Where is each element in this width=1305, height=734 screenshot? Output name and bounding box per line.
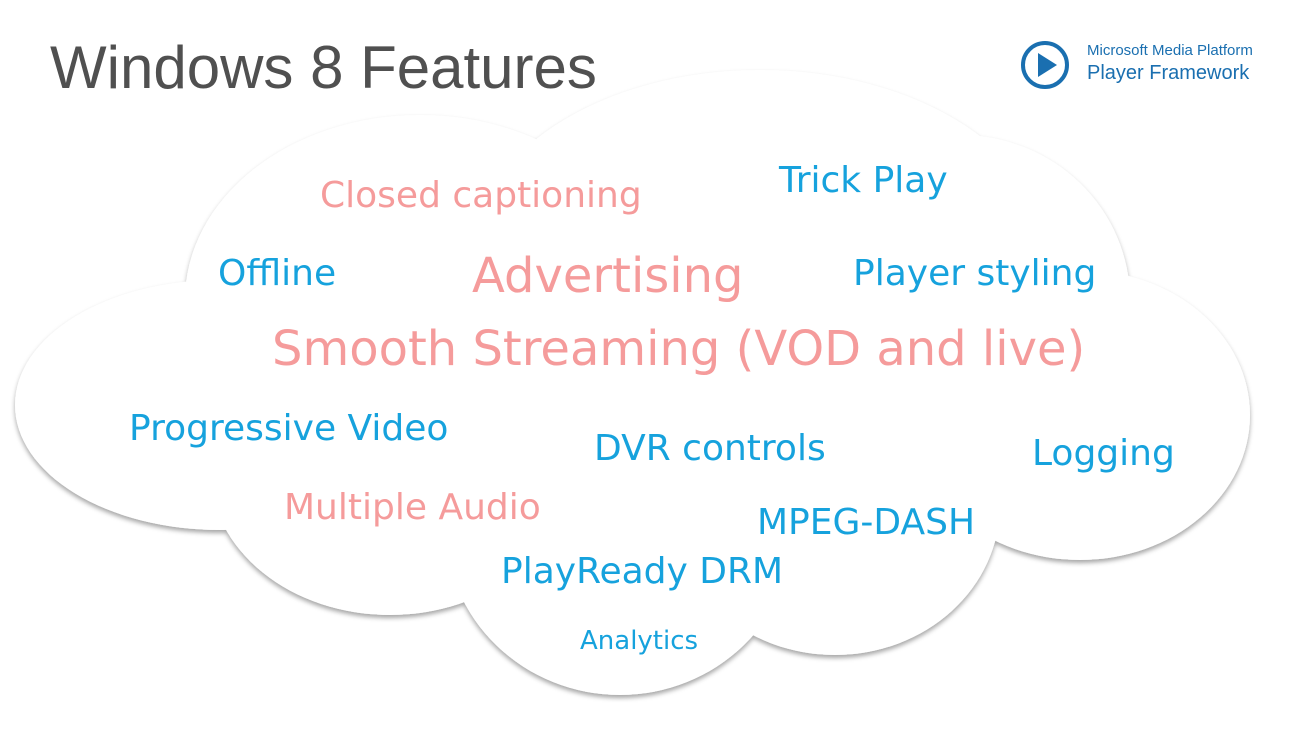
feature-analytics: Analytics bbox=[580, 626, 699, 656]
feature-mpeg-dash: MPEG-DASH bbox=[757, 502, 976, 543]
player-framework-logo: Microsoft Media Platform Player Framewor… bbox=[1019, 37, 1269, 93]
feature-closed-captioning: Closed captioning bbox=[320, 175, 642, 216]
feature-playready-drm: PlayReady DRM bbox=[501, 551, 784, 592]
feature-smooth-streaming: Smooth Streaming (VOD and live) bbox=[272, 321, 1086, 377]
feature-logging: Logging bbox=[1032, 433, 1175, 474]
feature-multiple-audio: Multiple Audio bbox=[284, 487, 541, 528]
feature-player-styling: Player styling bbox=[853, 253, 1097, 294]
page-title: Windows 8 Features bbox=[50, 34, 597, 101]
feature-progressive-video: Progressive Video bbox=[129, 408, 449, 449]
logo-line-1: Microsoft Media Platform bbox=[1087, 42, 1253, 59]
feature-dvr-controls: DVR controls bbox=[594, 428, 826, 469]
play-circle-icon bbox=[1021, 41, 1069, 89]
feature-trick-play: Trick Play bbox=[779, 160, 948, 201]
logo-line-2: Player Framework bbox=[1087, 62, 1250, 84]
feature-offline: Offline bbox=[218, 253, 337, 294]
feature-advertising: Advertising bbox=[472, 248, 744, 304]
